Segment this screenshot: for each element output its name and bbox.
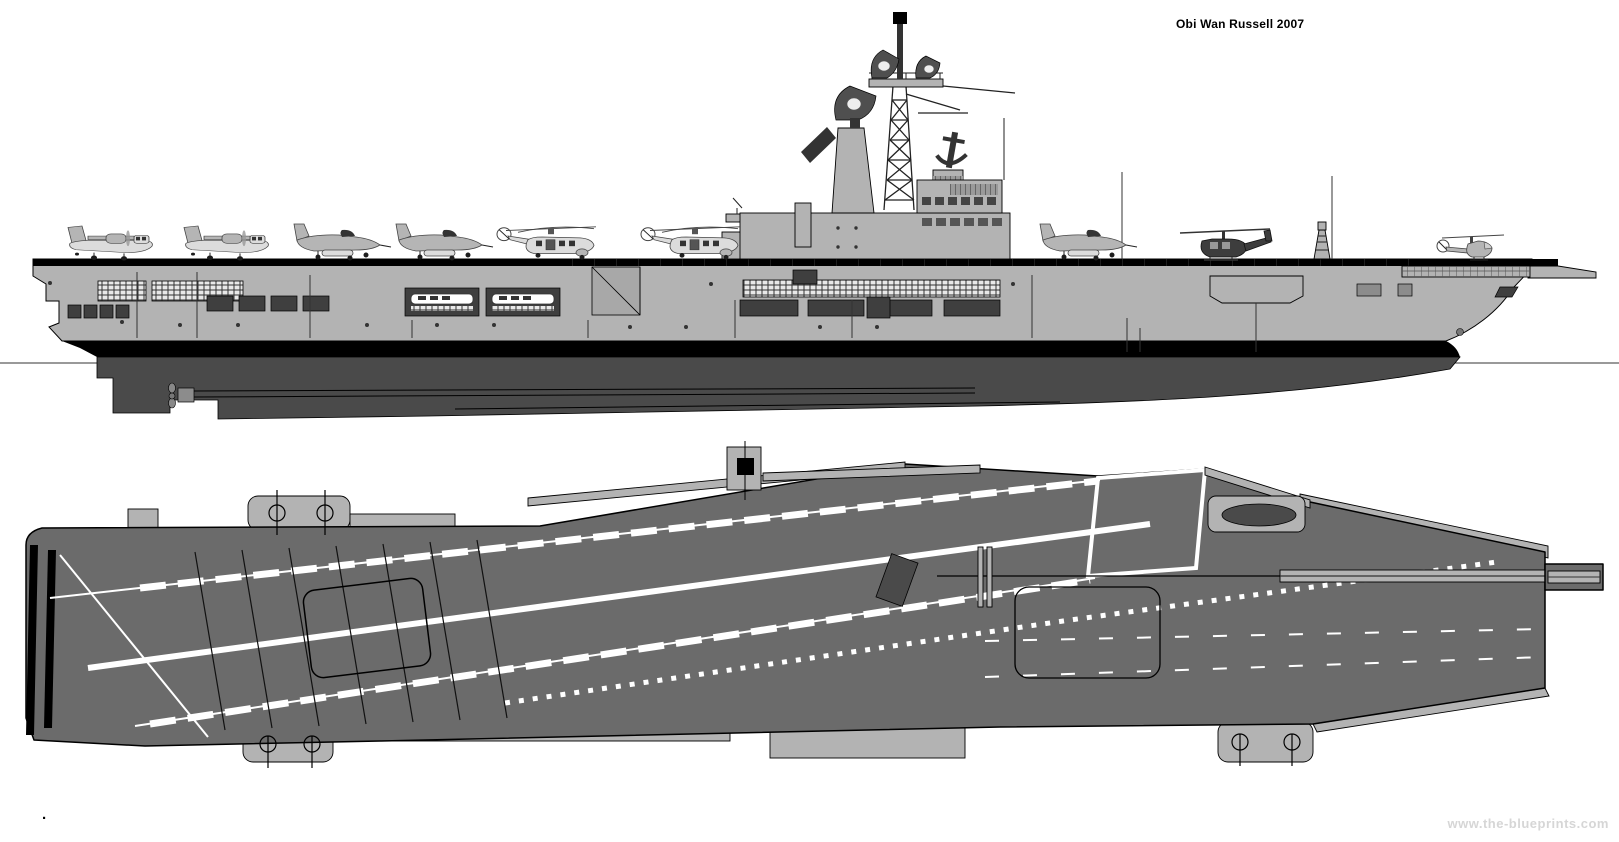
hangar-opening bbox=[591, 266, 641, 316]
flight-deck-plan-view bbox=[25, 441, 1604, 768]
lattice-mast bbox=[883, 85, 1016, 211]
huey-helicopter bbox=[1179, 228, 1273, 261]
bridle-catcher-horn bbox=[1527, 265, 1597, 279]
seaking-helicopter-1 bbox=[496, 226, 597, 260]
stern-stripe-1 bbox=[26, 545, 38, 735]
masthead-cap bbox=[893, 12, 907, 24]
bow-pole-mast bbox=[1313, 221, 1331, 260]
catapult-track bbox=[937, 546, 1604, 608]
landing-area-edge-lower bbox=[149, 576, 1091, 728]
landing-area-edge-upper bbox=[139, 477, 1099, 592]
forward-tower bbox=[831, 127, 875, 214]
anchor-recess bbox=[1494, 286, 1519, 298]
ship-boats bbox=[404, 287, 561, 317]
portholes bbox=[48, 281, 1464, 336]
gazelle-helicopter bbox=[1436, 234, 1505, 261]
angled-deck-forward-outline bbox=[1085, 467, 1208, 579]
bilge-keel bbox=[454, 401, 1061, 410]
underwater-hull bbox=[96, 356, 1461, 420]
island-top-plan bbox=[1207, 495, 1306, 533]
island-lower-windows bbox=[922, 218, 1002, 226]
topmast-pole bbox=[897, 22, 903, 79]
radar-dish-port bbox=[870, 49, 900, 79]
elevator-outline-forward bbox=[1014, 586, 1161, 679]
angled-deck-centerline bbox=[87, 521, 1151, 671]
bow-fittings bbox=[792, 269, 1519, 352]
propeller bbox=[168, 382, 176, 409]
deck-edge-ticks bbox=[560, 259, 1420, 266]
hull-frame-lines bbox=[136, 272, 1141, 352]
radar-dish-starboard bbox=[915, 55, 941, 79]
mast-position-marker bbox=[726, 441, 762, 500]
stern-stripe-2 bbox=[44, 550, 56, 728]
radar-dish-forward bbox=[834, 85, 877, 128]
mast-platform bbox=[868, 78, 944, 88]
funnel-opening-plan bbox=[875, 553, 919, 607]
skyhawk-jet-2 bbox=[395, 223, 494, 261]
arrestor-wires bbox=[194, 539, 508, 731]
deck-edge-walkway-2 bbox=[762, 464, 981, 482]
credit-text: Obi Wan Russell 2007 bbox=[1176, 17, 1305, 31]
stern-diagonal-line bbox=[59, 554, 209, 738]
funnel-opening bbox=[1221, 503, 1297, 527]
funnel-grille bbox=[950, 184, 998, 195]
boot-topping-stripe bbox=[62, 341, 1460, 357]
elevator-outline-aft bbox=[302, 577, 432, 679]
gun-tubs bbox=[259, 490, 1301, 768]
corner-mark: . bbox=[42, 806, 47, 823]
shaft-gland bbox=[177, 387, 195, 403]
bow-dash-line-2 bbox=[984, 656, 1544, 678]
skyhawk-jet-1 bbox=[293, 223, 392, 261]
side-profile-view bbox=[0, 12, 1619, 420]
gun-tub-sponson-top bbox=[247, 495, 351, 531]
sloped-antenna-panel bbox=[801, 127, 836, 163]
tracker-prop-aircraft-1 bbox=[67, 225, 153, 262]
tracker-prop-aircraft-2 bbox=[183, 225, 269, 262]
boat-platform bbox=[1209, 275, 1304, 304]
bridge-windows bbox=[922, 197, 996, 205]
watermark-text: www.the-blueprints.com bbox=[1447, 816, 1609, 831]
boat-crane bbox=[935, 131, 968, 169]
bow-dash-line-1 bbox=[984, 628, 1544, 642]
island-superstructure bbox=[721, 12, 1016, 260]
propeller-shaft bbox=[193, 387, 976, 392]
